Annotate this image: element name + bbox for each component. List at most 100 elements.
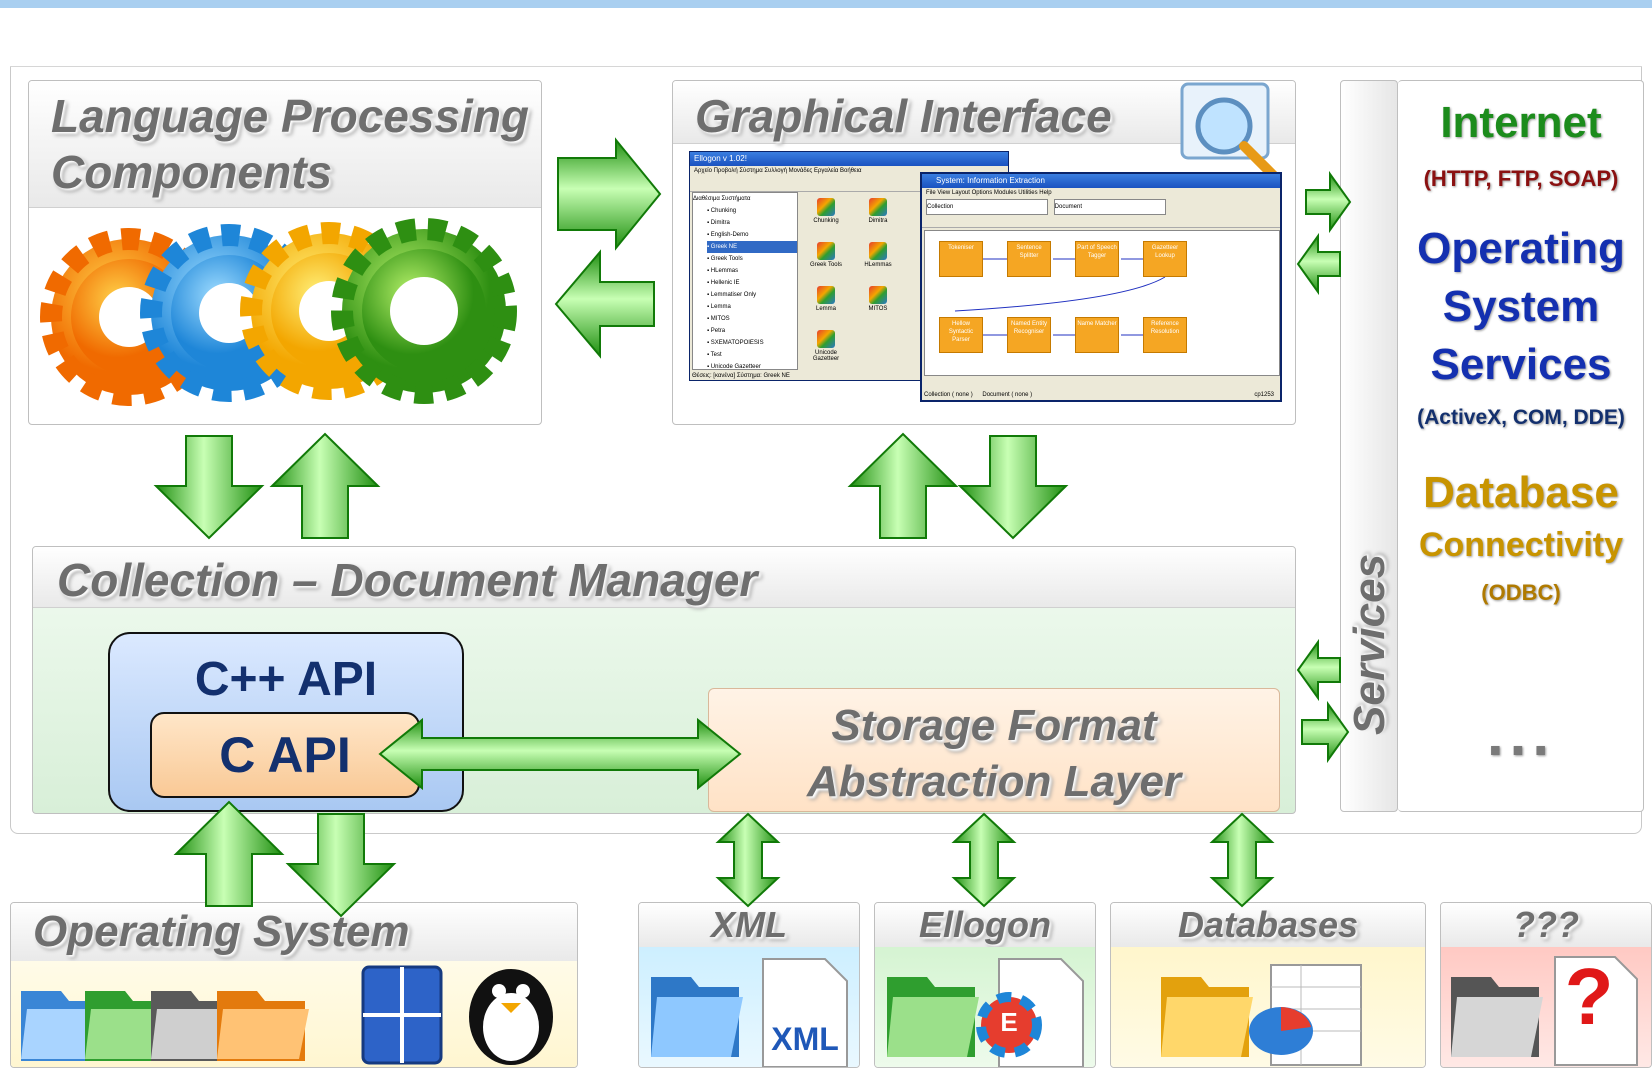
arrow-services-to-gui-right [1305,170,1352,234]
ie-module[interactable]: Tokeniser [939,241,983,277]
system-icon-label: Dimitra [868,218,888,224]
lpc-title-line1: Language Processing [51,90,530,142]
tree-item[interactable]: ▪ SXEMATOPOIESIS [707,340,764,346]
database-protocols: (ODBC) [1481,580,1561,605]
system-icon-item[interactable]: Dimitra [854,198,902,224]
ie-module[interactable]: Part of Speech Tagger [1075,241,1119,277]
os-title: Operating System [33,907,410,956]
tree-item[interactable]: ▪ Hellenic IE [707,280,740,286]
tree-item[interactable]: ▪ Petra [707,328,726,334]
unknown-storage-box: ??? ? [1440,902,1652,1068]
tree-item[interactable]: ▪ Greek Tools [707,256,743,262]
system-icon-item[interactable]: MITOS [854,286,902,312]
tree-item[interactable]: ▪ Lemmatiser Only [707,292,757,298]
tree-item[interactable]: ▪ Lemma [707,304,731,310]
lpc-title-line2: Components [51,146,333,198]
c-api-label: C API [219,727,351,783]
tree-item[interactable]: ▪ Dimitra [707,220,730,226]
arrow-up-lpc [269,432,381,539]
ie-status-right: cp1253 [1254,392,1274,398]
ie-status-mid: Document ( none ) [982,392,1033,398]
arrow-c-api-storage [378,717,742,791]
tree-item[interactable]: ▪ Chunking [707,208,737,214]
arrow-down-gui [957,435,1069,540]
arrow-updown-databases [1209,812,1275,908]
unknown-title: ??? [1513,904,1579,945]
xml-storage-box: XML XML [638,902,860,1068]
ellogon-menu: Αρχείο Προβολή Σύστημα Συλλογή Μονάδες Ε… [694,168,862,174]
unknown-file-icon [1451,956,1638,1066]
ie-document-field[interactable]: Document [1053,199,1166,215]
tree-item[interactable]: ▪ English-Demo [707,232,749,238]
ie-module[interactable]: Named Entity Recogniser [1007,317,1051,353]
system-icon-item[interactable]: Lemma [802,286,850,312]
tree-item[interactable]: ▪ MITOS [707,316,730,322]
system-icon-item[interactable]: Greek Tools [802,242,850,268]
os-services-protocols: (ActiveX, COM, DDE) [1417,406,1625,429]
system-icon [869,242,887,260]
system-icon-label: Lemma [815,306,836,312]
top-accent-bar [0,0,1652,8]
system-icon [869,286,887,304]
arrow-services-left-collection [1296,638,1341,702]
system-icon-label: Chunking [813,218,839,224]
ie-module[interactable]: Name Matcher [1075,317,1119,353]
system-icon-label: HLemmas [864,262,892,268]
ie-status-left: Collection ( none ) [924,392,973,398]
storage-line1: Storage Format [831,701,1157,750]
gui-title: Graphical Interface [695,90,1112,142]
ie-module[interactable]: Gazetteer Lookup [1143,241,1187,277]
xml-file-icon [651,958,848,1067]
ellogon-badge: E [1000,1007,1018,1037]
linux-penguin-icon [469,969,553,1065]
storage-format-layer-box: Storage Format Abstraction Layer [708,688,1280,812]
tree-item[interactable]: ▪ Test [707,352,722,358]
system-icon-item[interactable]: Unicode Gazetteer [802,330,850,362]
ie-module[interactable]: Reference Resolution [1143,317,1187,353]
system-icon-label: Unicode Gazetteer [812,350,840,362]
arrow-down-os [285,813,397,918]
ellogon-title-label: Ellogon [919,904,1051,945]
system-icon-item[interactable]: HLemmas [854,242,902,268]
tree-item[interactable]: ▪ Greek NE [707,241,797,253]
storage-line2: Abstraction Layer [806,757,1182,806]
ie-module[interactable]: Sentence Splitter [1007,241,1051,277]
arrow-updown-ellogon [951,812,1017,908]
system-icon-item[interactable]: Chunking [802,198,850,224]
ellogon-status: Θέσεις: [κανένα] Σύστημα: Greek NE [692,373,790,379]
orange-folder-icon [217,991,309,1061]
c-api-box: C API [150,712,420,798]
ellogon-tree-header: Διαθέσιμα Συστήματα [693,196,751,202]
arrow-left-to-lpc [554,249,655,359]
tree-item[interactable]: ▪ Unicode Gazetteer [707,364,761,370]
ie-module[interactable]: Hellow Syntactic Parser [939,317,983,353]
ellogon-storage-box: Ellogon E [874,902,1096,1068]
ellogon-tree: Διαθέσιμα Συστήματα ▪ Chunking ▪ Dimitra ▪… [692,192,798,370]
ie-connections [954,258,1166,336]
system-icon [817,286,835,304]
ie-collection-field[interactable]: Collection [926,199,1048,215]
ie-title: System: Information Extraction [922,174,1280,188]
ellogon-title: Ellogon v 1.02! [690,152,1008,166]
xml-title: XML [711,904,787,945]
arrow-gui-from-services-left [1296,232,1341,296]
database-label-line1: Database [1423,468,1619,517]
tree-item[interactable]: ▪ HLemmas [707,268,739,274]
database-label-line2: Connectivity [1418,526,1624,564]
ie-menu: File View Layout Options Modules Utiliti… [926,190,1052,196]
databases-storage-box: Databases [1110,902,1426,1068]
ie-module-canvas: Tokeniser Sentence Splitter Part of Speech… [924,230,1280,376]
arrow-down-lpc [153,435,265,540]
cpp-api-label: C++ API [194,653,378,706]
system-icon-label: Greek Tools [810,262,842,268]
system-icon [869,198,887,216]
question-mark: ? [1564,952,1614,1041]
arrow-up-gui [847,432,959,539]
system-icon-label: MITOS [868,306,888,312]
internet-label: Internet [1440,98,1602,147]
more-ellipsis: ... [1486,701,1555,768]
databases-title: Databases [1177,904,1359,945]
arrow-right-to-gui [557,137,662,251]
language-processing-panel: Language Processing Components [28,80,542,425]
gears-icon [40,218,517,406]
